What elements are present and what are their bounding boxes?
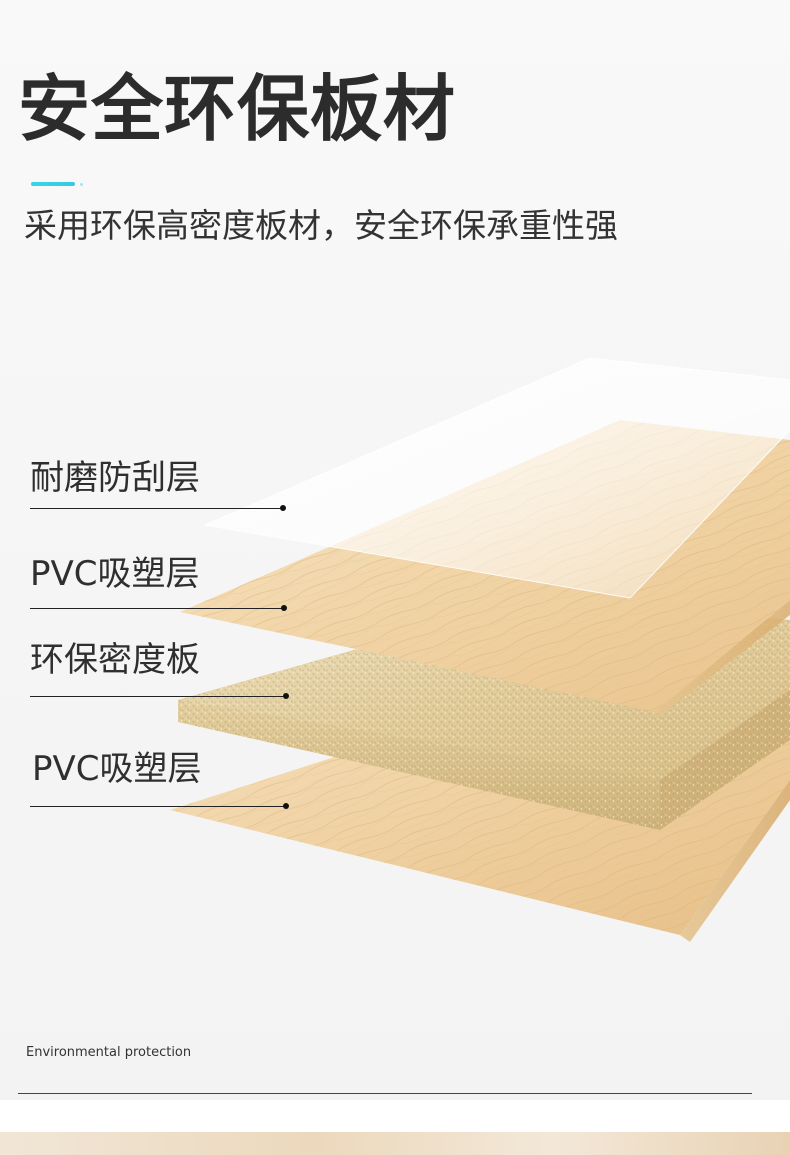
leader-line-pvc-top xyxy=(30,608,284,609)
page-title: 安全环保板材 xyxy=(18,67,457,151)
page-subtitle: 采用环保高密度板材，安全环保承重性强 xyxy=(24,206,618,245)
wear-resistant-film xyxy=(203,357,790,599)
board-layers-illustration xyxy=(170,357,790,942)
title-accent-bar xyxy=(31,182,75,186)
layer-label-pvc-top: PVC吸塑层 xyxy=(30,554,200,594)
leader-line-wear-resistant xyxy=(30,508,282,509)
section-separator xyxy=(0,1100,790,1132)
layer-label-density-board: 环保密度板 xyxy=(30,640,200,680)
layer-label-wear-resistant: 耐磨防刮层 xyxy=(30,458,200,498)
leader-line-density-board xyxy=(30,696,286,697)
footer-divider xyxy=(18,1093,752,1094)
layer-label-pvc-bottom: PVC吸塑层 xyxy=(32,749,202,789)
footer-caption: Environmental protection xyxy=(26,1045,192,1060)
title-accent-dot xyxy=(80,183,83,186)
leader-dot-wear-resistant xyxy=(280,505,286,511)
leader-dot-pvc-bottom xyxy=(283,803,289,809)
next-section-wood-strip xyxy=(0,1132,790,1155)
leader-dot-pvc-top xyxy=(281,605,287,611)
leader-line-pvc-bottom xyxy=(30,806,286,807)
leader-dot-density-board xyxy=(283,693,289,699)
